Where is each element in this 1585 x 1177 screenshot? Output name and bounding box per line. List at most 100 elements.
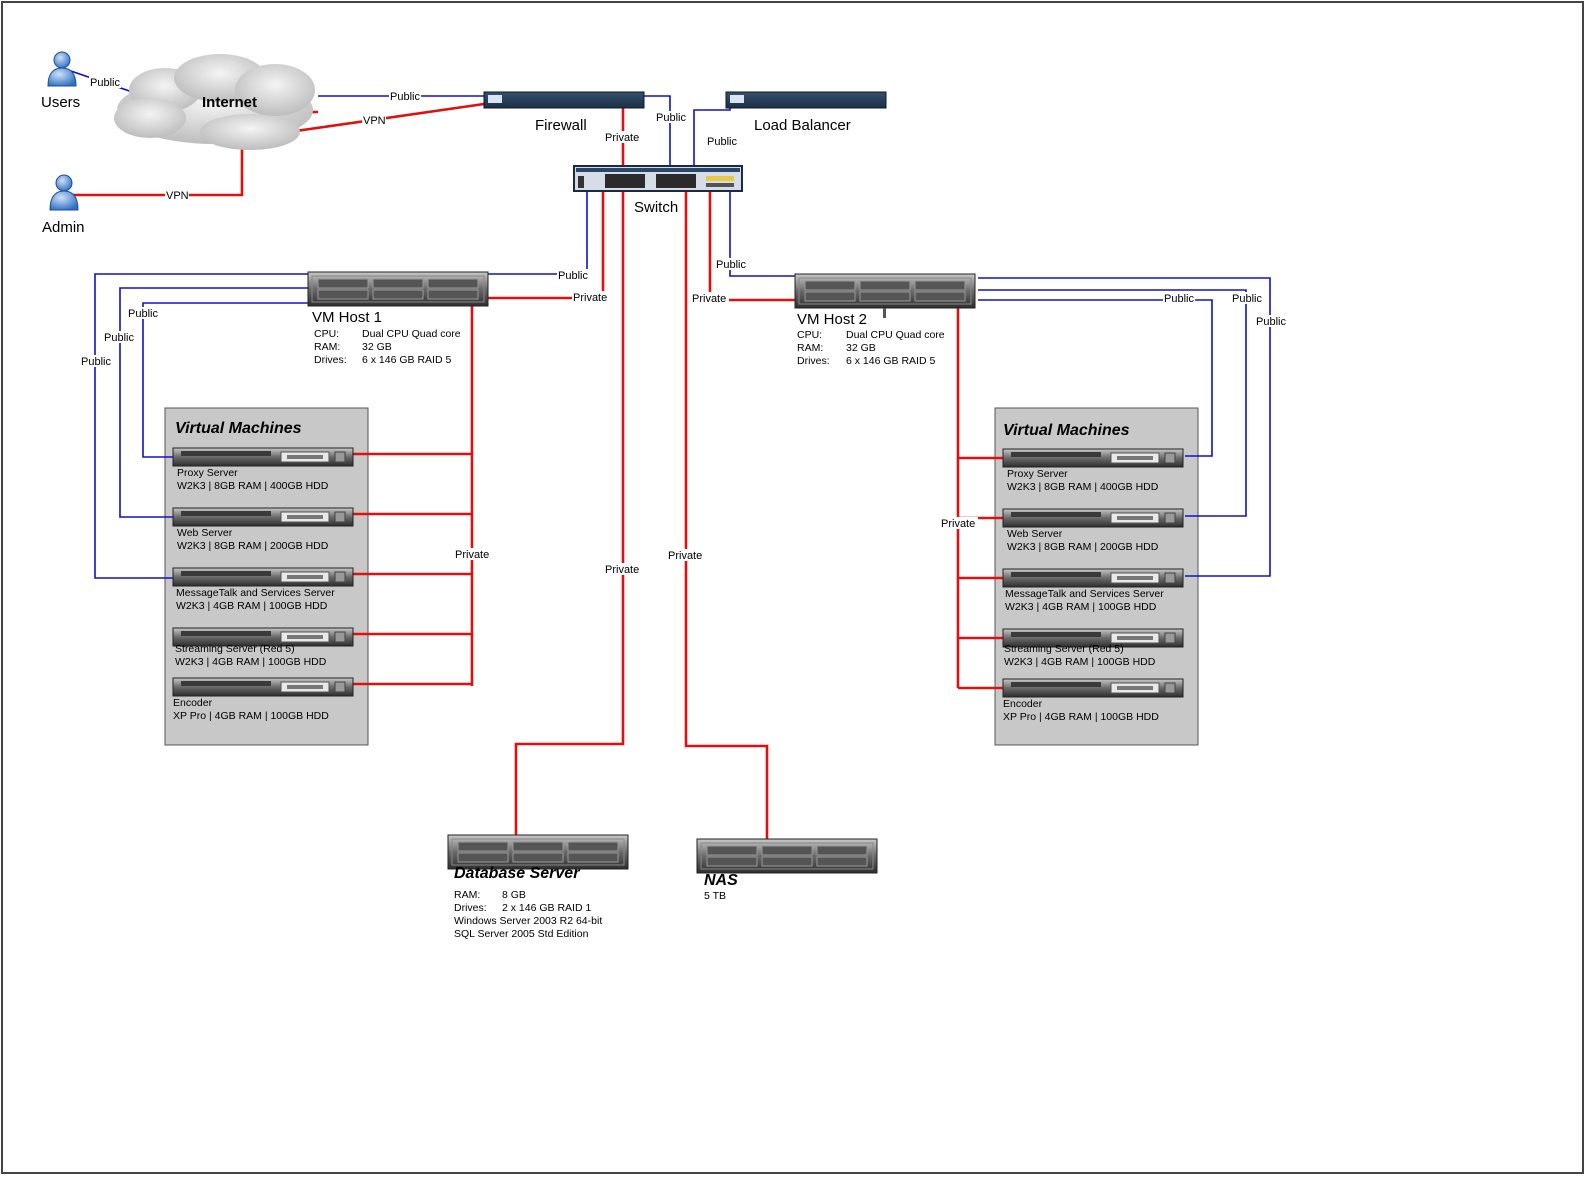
vm-left-proxy-server-icon (172, 447, 354, 467)
link-host2-vm-proxy (978, 299, 1213, 457)
svg-text:RAM:: RAM: (454, 889, 480, 901)
svg-text:32 GB: 32 GB (362, 341, 392, 353)
svg-text:Windows Server 2003 R2 64-bit: Windows Server 2003 R2 64-bit (454, 915, 602, 927)
vm-host-1-name: VM Host 1 (312, 309, 382, 326)
conn-label-public: Public (81, 356, 111, 368)
firewall-label: Firewall (535, 117, 587, 134)
vm-right-messagetalk-server-icon (1002, 568, 1184, 588)
svg-text:6 x 146 GB RAID 5: 6 x 146 GB RAID 5 (362, 354, 451, 366)
conn-label-public: Public (707, 136, 737, 148)
svg-text:SQL Server 2005 Std Edition: SQL Server 2005 Std Edition (454, 928, 589, 940)
svg-text:RAM:: RAM: (797, 342, 823, 354)
database-server-title: Database Server (454, 865, 580, 882)
svg-text:6 x 146 GB RAID 5: 6 x 146 GB RAID 5 (846, 355, 935, 367)
conn-label-public: Public (656, 112, 686, 124)
svg-text:32 GB: 32 GB (846, 342, 876, 354)
vm-left-web-server-icon (172, 507, 354, 527)
firewall-device-icon (483, 91, 645, 109)
users-icon (47, 51, 77, 87)
vm-spec: W2K3 | 8GB RAM | 200GB HDD (177, 540, 329, 552)
switch-label: Switch (634, 199, 678, 216)
switch-device-icon (573, 165, 743, 192)
vm-group-left-list: Proxy Server W2K3 | 8GB RAM | 400GB HDD … (173, 467, 335, 722)
svg-text:Drives:: Drives: (454, 902, 487, 914)
svg-text:Drives:: Drives: (314, 354, 347, 366)
connection-labels: Public Public VPN VPN Private Public Pub… (80, 76, 1287, 576)
vm-spec: W2K3 | 4GB RAM | 100GB HDD (1005, 601, 1157, 613)
vm-host-2-device-icon (794, 273, 976, 318)
vm-group-left-title: Virtual Machines (175, 420, 302, 437)
vm-spec: XP Pro | 4GB RAM | 100GB HDD (1003, 711, 1159, 723)
load-balancer-label: Load Balancer (754, 117, 851, 134)
conn-label-private: Private (668, 550, 702, 562)
vm-host-2-specs: CPU: Dual CPU Quad core RAM: 32 GB Drives:… (797, 329, 945, 367)
vm-spec: XP Pro | 4GB RAM | 100GB HDD (173, 710, 329, 722)
vm-name: Streaming Server (Red 5) (175, 643, 295, 655)
svg-text:8 GB: 8 GB (502, 889, 526, 901)
svg-text:Dual CPU Quad core: Dual CPU Quad core (846, 329, 945, 341)
nas-device-icon (696, 838, 878, 874)
vm-name: Encoder (1003, 698, 1043, 710)
vm-spec: W2K3 | 8GB RAM | 200GB HDD (1007, 541, 1159, 553)
admin-label: Admin (42, 219, 85, 236)
vm-right-proxy-server-icon (1002, 448, 1184, 468)
vm-spec: W2K3 | 4GB RAM | 100GB HDD (176, 600, 328, 612)
conn-label-public: Public (716, 259, 746, 271)
vm-name: MessageTalk and Services Server (1005, 588, 1164, 600)
nas-capacity: 5 TB (704, 890, 726, 902)
conn-label-vpn: VPN (363, 115, 386, 127)
internet-cloud-icon (114, 54, 315, 150)
link-switch-host2-private (708, 190, 795, 302)
vm-right-web-server-icon (1002, 508, 1184, 528)
vm-left-encoder-icon (172, 677, 354, 697)
public-links (61, 67, 1271, 579)
conn-label-public: Public (390, 91, 420, 103)
vm-name: Streaming Server (Red 5) (1004, 643, 1124, 655)
vm-name: Web Server (1007, 528, 1063, 540)
vm-right-encoder-icon (1002, 678, 1184, 698)
users-label: Users (41, 94, 80, 111)
conn-label-private: Private (692, 293, 726, 305)
vm-spec: W2K3 | 8GB RAM | 400GB HDD (177, 480, 329, 492)
conn-label-private: Private (455, 549, 489, 561)
svg-text:2 x 146 GB RAID 1: 2 x 146 GB RAID 1 (502, 902, 591, 914)
svg-text:Dual CPU Quad core: Dual CPU Quad core (362, 328, 461, 340)
svg-text:CPU:: CPU: (797, 329, 822, 341)
database-server-device-icon (447, 834, 629, 870)
link-switch-database (514, 190, 625, 842)
internet-label: Internet (202, 94, 257, 111)
vm-name: Proxy Server (177, 467, 238, 479)
svg-text:Drives:: Drives: (797, 355, 830, 367)
link-loadbalancer-switch (693, 100, 731, 166)
vm-name: Web Server (177, 527, 233, 539)
vm-group-right-list: Proxy Server W2K3 | 8GB RAM | 400GB HDD … (1003, 468, 1164, 723)
vm-host-1-specs: CPU:Dual CPU Quad core RAM:32 GB Drives:… (314, 328, 461, 366)
conn-label-public: Public (1256, 316, 1286, 328)
conn-label-public: Public (558, 270, 588, 282)
vm-name: Encoder (173, 697, 213, 709)
vm-spec: W2K3 | 4GB RAM | 100GB HDD (175, 656, 327, 668)
svg-text:CPU:: CPU: (314, 328, 339, 340)
conn-label-private: Private (573, 292, 607, 304)
link-host2-vm-web (978, 289, 1247, 517)
vm-left-messagetalk-server-icon (172, 567, 354, 587)
vm-spec: W2K3 | 8GB RAM | 400GB HDD (1007, 481, 1159, 493)
link-host1-vm-messagetalk (94, 273, 310, 579)
load-balancer-device-icon (725, 91, 887, 109)
vm-host-1-device-icon (307, 271, 489, 307)
nas-title: NAS (704, 872, 738, 889)
vm-name: Proxy Server (1007, 468, 1068, 480)
link-switch-host1-public (488, 190, 588, 275)
link-switch-host2-public (729, 190, 795, 277)
conn-label-private: Private (941, 518, 975, 530)
conn-label-private: Private (605, 132, 639, 144)
conn-label-public: Public (1164, 293, 1194, 305)
admin-icon (49, 174, 79, 211)
link-firewall-switch (640, 95, 671, 166)
vm-spec: W2K3 | 4GB RAM | 100GB HDD (1004, 656, 1156, 668)
conn-label-public: Public (90, 77, 120, 89)
vm-host-2-name: VM Host 2 (797, 311, 867, 328)
link-host1-vm-proxy (142, 302, 310, 458)
